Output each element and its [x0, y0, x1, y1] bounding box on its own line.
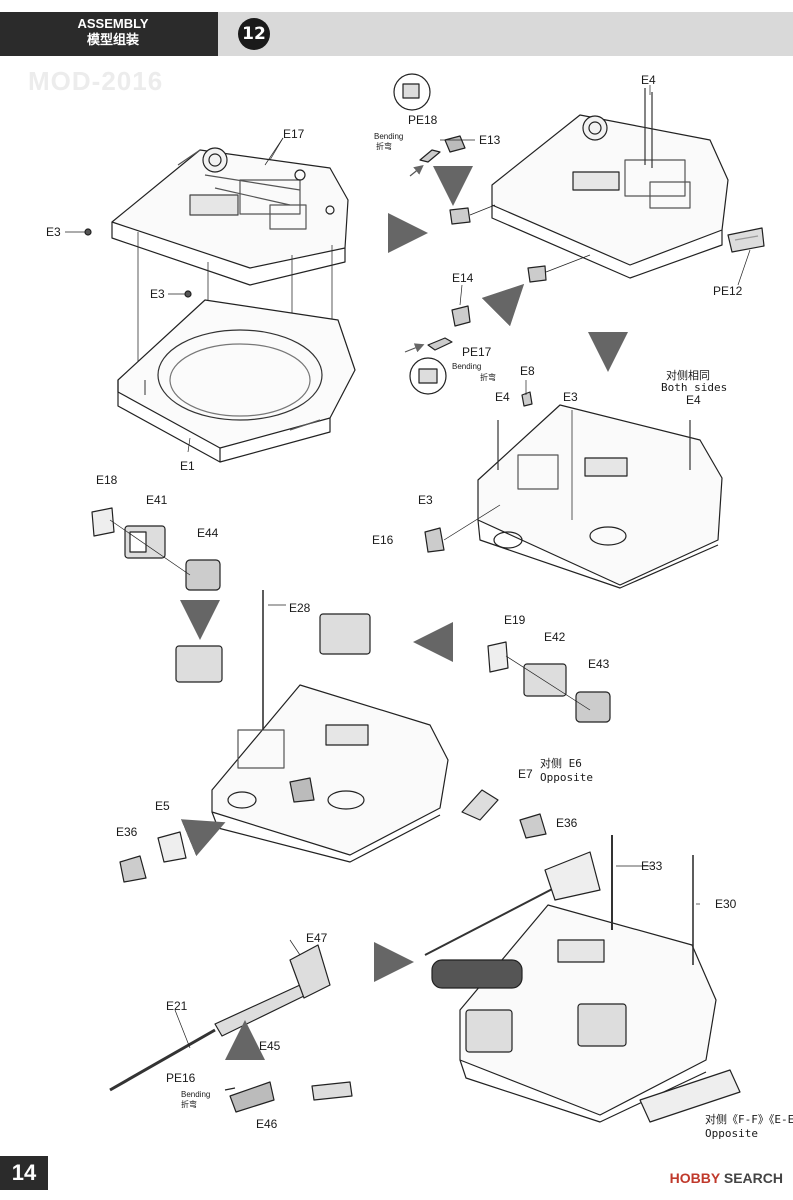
label-e17: E17: [283, 127, 305, 141]
label-e30: E30: [715, 897, 737, 911]
e14-pe17-parts: [404, 305, 471, 395]
armor-blocks-right: [487, 641, 611, 723]
label-e7: E7: [518, 767, 533, 781]
label-e3: E3: [46, 225, 61, 239]
flow-arrows: [180, 166, 628, 1060]
bending-note-en: Bending: [181, 1090, 211, 1099]
label-e19: E19: [504, 613, 526, 627]
label-e36: E36: [556, 816, 578, 830]
both-sides-note-en: Both sides: [661, 381, 728, 394]
pe18-e13-parts: [393, 73, 591, 283]
hull-final-assembly: [424, 835, 741, 1123]
title-cn: 模型组装: [86, 32, 139, 47]
label-pe17: PE17: [462, 345, 492, 359]
label-e4: E4: [686, 393, 701, 407]
background-watermark: MOD-2016: [28, 66, 164, 96]
hull-top-detail: [491, 88, 765, 279]
hull-mid-assembly: [175, 590, 449, 863]
hull-lower-assembly: [424, 391, 723, 589]
brand-hobby: HOBBY: [669, 1170, 720, 1186]
hull-top-e17: [111, 147, 349, 286]
label-pe18: PE18: [408, 113, 438, 127]
step-number-badge: 12: [238, 18, 270, 50]
brand-watermark: HOBBY SEARCH: [670, 1170, 783, 1186]
label-e33: E33: [641, 859, 663, 873]
both-sides-note-cn: 对侧相同: [666, 369, 710, 382]
bending-note-cn: 折弯: [480, 373, 496, 382]
label-e3: E3: [150, 287, 165, 301]
label-e4: E4: [641, 73, 656, 87]
label-e28: E28: [289, 601, 311, 615]
bending-note-cn: 折弯: [376, 142, 392, 151]
opposite-e6-note: 对侧 E6: [540, 757, 582, 770]
label-pe16: PE16: [166, 1071, 196, 1085]
label-e46: E46: [256, 1117, 278, 1131]
opposite-ff-ee-note: 对侧《F-F》《E-E》: [705, 1113, 793, 1126]
label-e14: E14: [452, 271, 474, 285]
opposite-note-en: Opposite: [540, 771, 593, 784]
label-e5: E5: [155, 799, 170, 813]
label-e43: E43: [588, 657, 610, 671]
label-e44: E44: [197, 526, 219, 540]
label-e45: E45: [259, 1039, 281, 1053]
bending-note-cn: 折弯: [181, 1100, 197, 1109]
label-e3: E3: [418, 493, 433, 507]
hull-base-e1: [117, 299, 356, 463]
label-e1: E1: [180, 459, 195, 473]
label-e8: E8: [520, 364, 535, 378]
label-e21: E21: [166, 999, 188, 1013]
page-title: ASSEMBLY 模型组装: [58, 16, 168, 48]
barrel-parts: [109, 944, 353, 1113]
label-e13: E13: [479, 133, 501, 147]
label-e16: E16: [372, 533, 394, 547]
header-title-block: [0, 12, 218, 56]
label-pe12: PE12: [713, 284, 743, 298]
opposite-ff-ee-note-en: Opposite: [705, 1127, 758, 1140]
label-e42: E42: [544, 630, 566, 644]
label-e36: E36: [116, 825, 138, 839]
label-e18: E18: [96, 473, 118, 487]
small-hatches: [119, 789, 547, 883]
brand-search: SEARCH: [723, 1170, 783, 1186]
bending-note-en: Bending: [452, 362, 482, 371]
label-leaders: [174, 85, 751, 1049]
label-e47: E47: [306, 931, 328, 945]
title-en: ASSEMBLY: [77, 16, 149, 31]
bending-note-en: Bending: [374, 132, 404, 141]
armor-blocks-left: [91, 507, 221, 591]
label-e41: E41: [146, 493, 168, 507]
label-e4: E4: [495, 390, 510, 404]
label-e3: E3: [563, 390, 578, 404]
page-number: 14: [0, 1156, 48, 1190]
